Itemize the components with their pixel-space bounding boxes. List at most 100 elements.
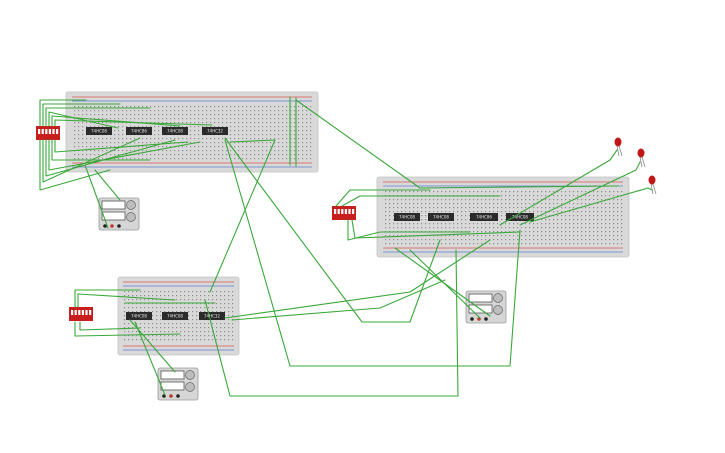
- breadboard-hole[interactable]: [206, 146, 208, 148]
- breadboard-hole[interactable]: [493, 239, 495, 241]
- breadboard-hole[interactable]: [605, 223, 607, 225]
- breadboard-hole[interactable]: [216, 335, 218, 337]
- breadboard-hole[interactable]: [238, 122, 240, 124]
- breadboard-hole[interactable]: [118, 130, 120, 132]
- breadboard-hole[interactable]: [234, 106, 236, 108]
- breadboard-hole[interactable]: [505, 211, 507, 213]
- breadboard-hole[interactable]: [220, 295, 222, 297]
- breadboard-hole[interactable]: [216, 307, 218, 309]
- breadboard-hole[interactable]: [282, 106, 284, 108]
- breadboard-hole[interactable]: [242, 138, 244, 140]
- breadboard-hole[interactable]: [505, 203, 507, 205]
- breadboard-hole[interactable]: [192, 303, 194, 305]
- breadboard-hole[interactable]: [425, 243, 427, 245]
- breadboard-hole[interactable]: [397, 239, 399, 241]
- breadboard-hole[interactable]: [238, 138, 240, 140]
- wire[interactable]: [351, 219, 521, 239]
- wire[interactable]: [42, 103, 121, 127]
- breadboard-hole[interactable]: [176, 311, 178, 313]
- breadboard-hole[interactable]: [188, 311, 190, 313]
- breadboard-hole[interactable]: [118, 158, 120, 160]
- breadboard-hole[interactable]: [477, 199, 479, 201]
- breadboard-hole[interactable]: [274, 110, 276, 112]
- breadboard-hole[interactable]: [196, 315, 198, 317]
- breadboard-hole[interactable]: [501, 215, 503, 217]
- breadboard-hole[interactable]: [180, 331, 182, 333]
- breadboard-hole[interactable]: [142, 150, 144, 152]
- breadboard-hole[interactable]: [270, 154, 272, 156]
- breadboard-hole[interactable]: [501, 211, 503, 213]
- breadboard-hole[interactable]: [513, 239, 515, 241]
- breadboard-hole[interactable]: [210, 158, 212, 160]
- breadboard-hole[interactable]: [216, 291, 218, 293]
- breadboard-hole[interactable]: [192, 335, 194, 337]
- breadboard-hole[interactable]: [262, 114, 264, 116]
- breadboard-hole[interactable]: [128, 311, 130, 313]
- breadboard-hole[interactable]: [437, 191, 439, 193]
- breadboard-hole[interactable]: [505, 239, 507, 241]
- breadboard-hole[interactable]: [190, 138, 192, 140]
- breadboard-hole[interactable]: [473, 227, 475, 229]
- breadboard-hole[interactable]: [505, 227, 507, 229]
- breadboard-hole[interactable]: [118, 138, 120, 140]
- led[interactable]: [648, 175, 657, 195]
- breadboard-hole[interactable]: [597, 243, 599, 245]
- breadboard-hole[interactable]: [573, 203, 575, 205]
- breadboard-hole[interactable]: [210, 154, 212, 156]
- breadboard-hole[interactable]: [146, 154, 148, 156]
- led[interactable]: [637, 148, 646, 168]
- breadboard-hole[interactable]: [172, 335, 174, 337]
- breadboard-hole[interactable]: [134, 158, 136, 160]
- breadboard-hole[interactable]: [136, 291, 138, 293]
- breadboard-hole[interactable]: [298, 106, 300, 108]
- chip[interactable]: 74HC08: [394, 213, 420, 221]
- breadboard-hole[interactable]: [497, 199, 499, 201]
- breadboard-hole[interactable]: [541, 207, 543, 209]
- breadboard-hole[interactable]: [216, 327, 218, 329]
- breadboard-hole[interactable]: [266, 146, 268, 148]
- breadboard-hole[interactable]: [517, 207, 519, 209]
- breadboard-hole[interactable]: [521, 203, 523, 205]
- breadboard-hole[interactable]: [74, 106, 76, 108]
- breadboard-hole[interactable]: [222, 158, 224, 160]
- breadboard-hole[interactable]: [150, 106, 152, 108]
- breadboard-hole[interactable]: [190, 122, 192, 124]
- breadboard-hole[interactable]: [224, 311, 226, 313]
- breadboard-hole[interactable]: [577, 235, 579, 237]
- breadboard-hole[interactable]: [385, 199, 387, 201]
- breadboard-hole[interactable]: [617, 219, 619, 221]
- breadboard-hole[interactable]: [206, 126, 208, 128]
- breadboard-hole[interactable]: [74, 110, 76, 112]
- breadboard-hole[interactable]: [224, 331, 226, 333]
- dip-toggle[interactable]: [81, 310, 84, 315]
- breadboard-hole[interactable]: [445, 207, 447, 209]
- breadboard-hole[interactable]: [74, 114, 76, 116]
- breadboard-hole[interactable]: [425, 207, 427, 209]
- breadboard-hole[interactable]: [102, 110, 104, 112]
- breadboard-hole[interactable]: [529, 231, 531, 233]
- breadboard-hole[interactable]: [106, 142, 108, 144]
- breadboard-hole[interactable]: [170, 146, 172, 148]
- breadboard-hole[interactable]: [565, 195, 567, 197]
- breadboard-hole[interactable]: [222, 110, 224, 112]
- breadboard-hole[interactable]: [429, 243, 431, 245]
- breadboard-hole[interactable]: [441, 211, 443, 213]
- breadboard-hole[interactable]: [453, 199, 455, 201]
- breadboard-hole[interactable]: [270, 118, 272, 120]
- breadboard-hole[interactable]: [204, 291, 206, 293]
- breadboard-hole[interactable]: [545, 195, 547, 197]
- breadboard-hole[interactable]: [234, 138, 236, 140]
- breadboard-hole[interactable]: [102, 114, 104, 116]
- breadboard-hole[interactable]: [545, 211, 547, 213]
- breadboard-hole[interactable]: [569, 231, 571, 233]
- breadboard-hole[interactable]: [485, 199, 487, 201]
- breadboard-hole[interactable]: [170, 114, 172, 116]
- breadboard-hole[interactable]: [433, 227, 435, 229]
- breadboard-hole[interactable]: [106, 110, 108, 112]
- breadboard-hole[interactable]: [224, 303, 226, 305]
- breadboard-hole[interactable]: [453, 211, 455, 213]
- breadboard-hole[interactable]: [98, 154, 100, 156]
- breadboard-hole[interactable]: [144, 311, 146, 313]
- breadboard-hole[interactable]: [172, 291, 174, 293]
- breadboard-hole[interactable]: [270, 138, 272, 140]
